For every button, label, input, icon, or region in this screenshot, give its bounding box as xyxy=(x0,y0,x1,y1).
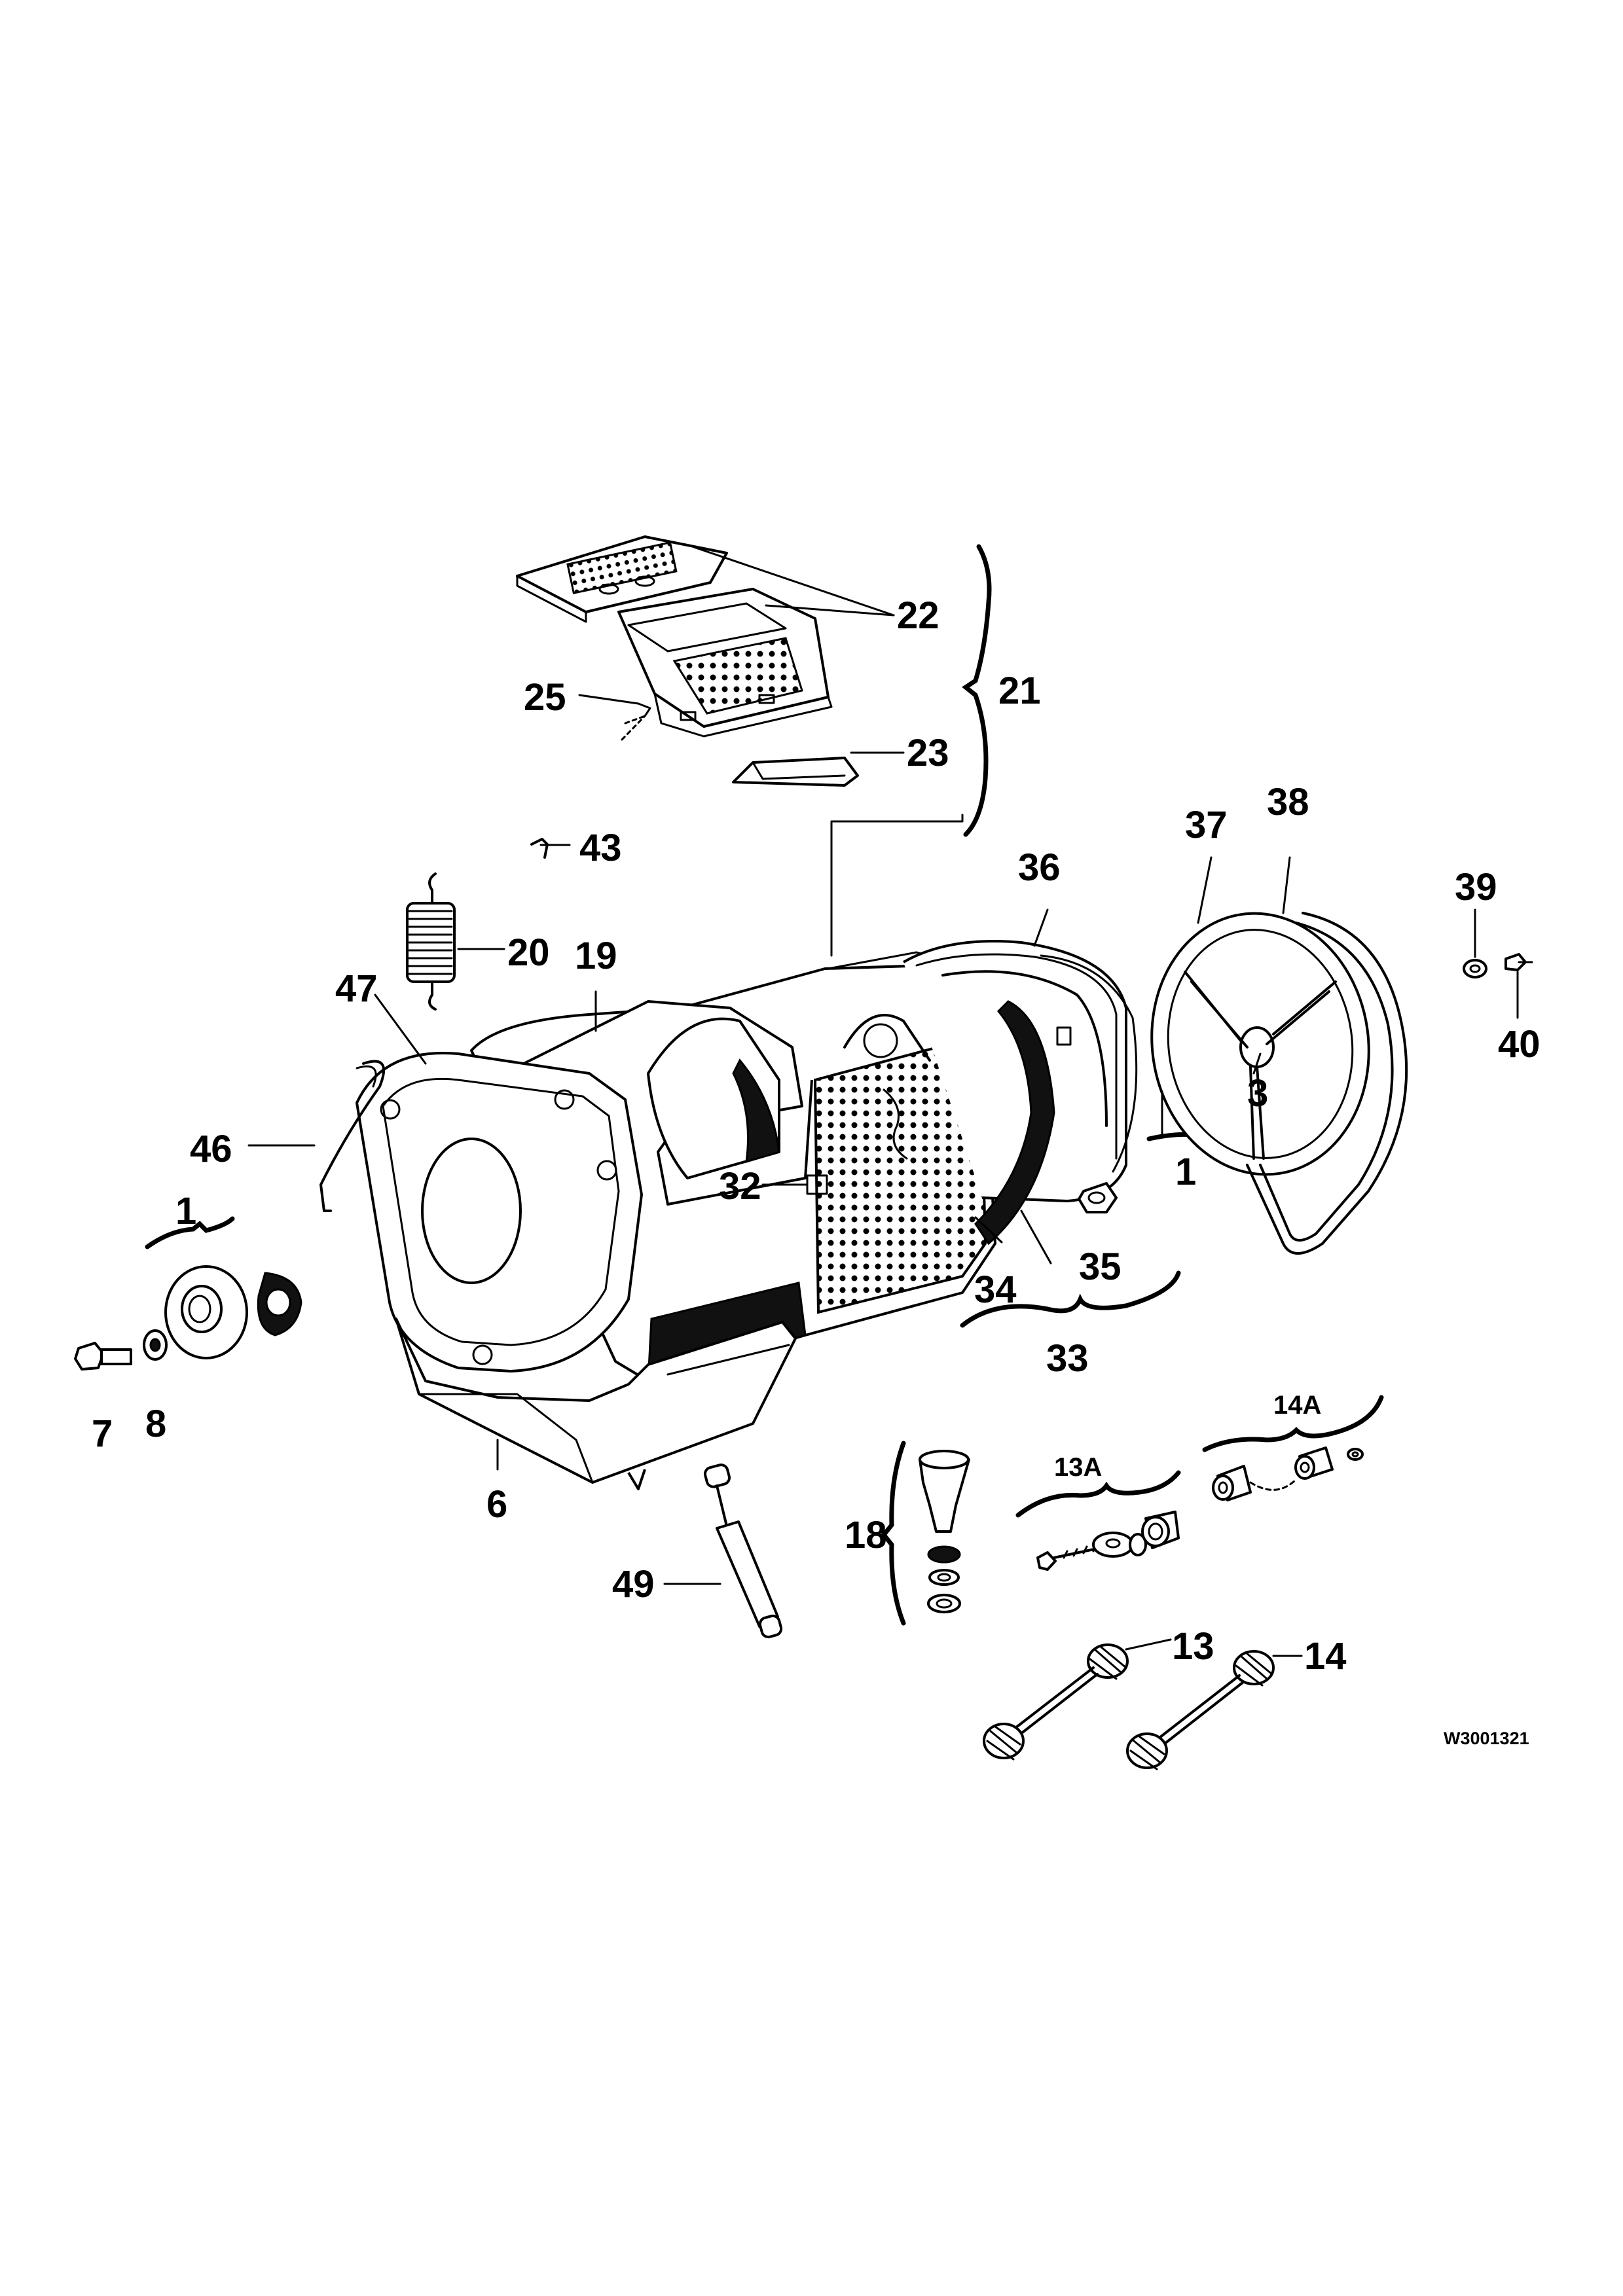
label-3: 3 xyxy=(1247,1072,1268,1115)
label-6: 6 xyxy=(486,1483,507,1526)
leader-3 xyxy=(1252,1052,1262,1075)
label-18: 18 xyxy=(845,1514,887,1556)
label-8: 8 xyxy=(145,1403,166,1445)
drawing-code: W3001321 xyxy=(1444,1729,1529,1748)
bolt-40 xyxy=(1504,953,1533,971)
label-25: 25 xyxy=(524,676,566,719)
paddle-clip xyxy=(621,702,651,741)
label-37: 37 xyxy=(1185,804,1228,846)
bolt-7 xyxy=(74,1342,132,1371)
label-47: 47 xyxy=(335,967,378,1010)
bolt-washer-set-13A xyxy=(1036,1511,1180,1571)
leader-38 xyxy=(1282,856,1291,914)
label-38: 38 xyxy=(1267,781,1309,823)
label-49: 49 xyxy=(612,1563,655,1605)
label-43: 43 xyxy=(579,827,622,869)
label-34: 34 xyxy=(974,1268,1017,1311)
brace-1-left xyxy=(145,1216,235,1249)
drum-rib xyxy=(732,757,859,787)
leader-34 xyxy=(974,1216,1003,1244)
brace-21 xyxy=(962,544,992,837)
label-13: 13 xyxy=(1172,1625,1214,1668)
leader-33 xyxy=(1020,1210,1052,1265)
label-14: 14 xyxy=(1304,1635,1347,1677)
shock-absorber-rod-13 xyxy=(983,1643,1129,1761)
label-13A: 13A xyxy=(1054,1453,1102,1482)
shock-absorber-rod-14 xyxy=(1126,1650,1275,1770)
washer-8 xyxy=(143,1329,168,1361)
label-21: 21 xyxy=(998,670,1041,712)
label-33: 33 xyxy=(1046,1337,1089,1380)
leader-36 xyxy=(1033,908,1049,947)
adjustable-foot xyxy=(919,1450,970,1613)
nut-39 xyxy=(1463,959,1487,978)
connector-set-14A xyxy=(1212,1446,1364,1501)
brace-14A xyxy=(1202,1395,1384,1452)
label-23: 23 xyxy=(907,732,949,774)
brace-33 xyxy=(960,1270,1181,1328)
label-22: 22 xyxy=(897,594,939,637)
drum-paddle-lower xyxy=(617,588,833,738)
leader-37 xyxy=(1197,856,1213,924)
tub-assembly xyxy=(356,951,996,1490)
bearing-housing-left xyxy=(164,1265,302,1359)
label-40: 40 xyxy=(1498,1023,1541,1066)
leader-lines-top xyxy=(539,546,964,957)
label-46: 46 xyxy=(190,1128,232,1170)
label-32: 32 xyxy=(719,1165,761,1208)
rear-seal-gasket xyxy=(903,940,1138,1246)
drum-pulley xyxy=(1150,912,1370,1176)
suspension-spring xyxy=(406,872,505,1011)
label-19: 19 xyxy=(575,935,617,977)
brace-13A xyxy=(1015,1470,1181,1518)
label-35: 35 xyxy=(1079,1246,1122,1288)
wire-retainer-46 xyxy=(319,1060,386,1212)
label-36: 36 xyxy=(1018,846,1061,889)
label-20: 20 xyxy=(507,931,550,974)
label-1-left: 1 xyxy=(175,1190,196,1232)
shock-absorber xyxy=(703,1463,783,1639)
leader-47 xyxy=(374,994,427,1065)
label-1-right: 1 xyxy=(1175,1151,1196,1193)
drum-paddle-upper xyxy=(516,535,728,623)
label-39: 39 xyxy=(1455,866,1497,908)
leader-13 xyxy=(1125,1638,1172,1651)
brace-18 xyxy=(881,1441,906,1626)
label-7: 7 xyxy=(92,1412,113,1455)
nut-35 xyxy=(1078,1182,1118,1213)
hook-43 xyxy=(530,838,549,859)
drive-belt xyxy=(1246,912,1408,1255)
label-14A: 14A xyxy=(1273,1391,1321,1420)
